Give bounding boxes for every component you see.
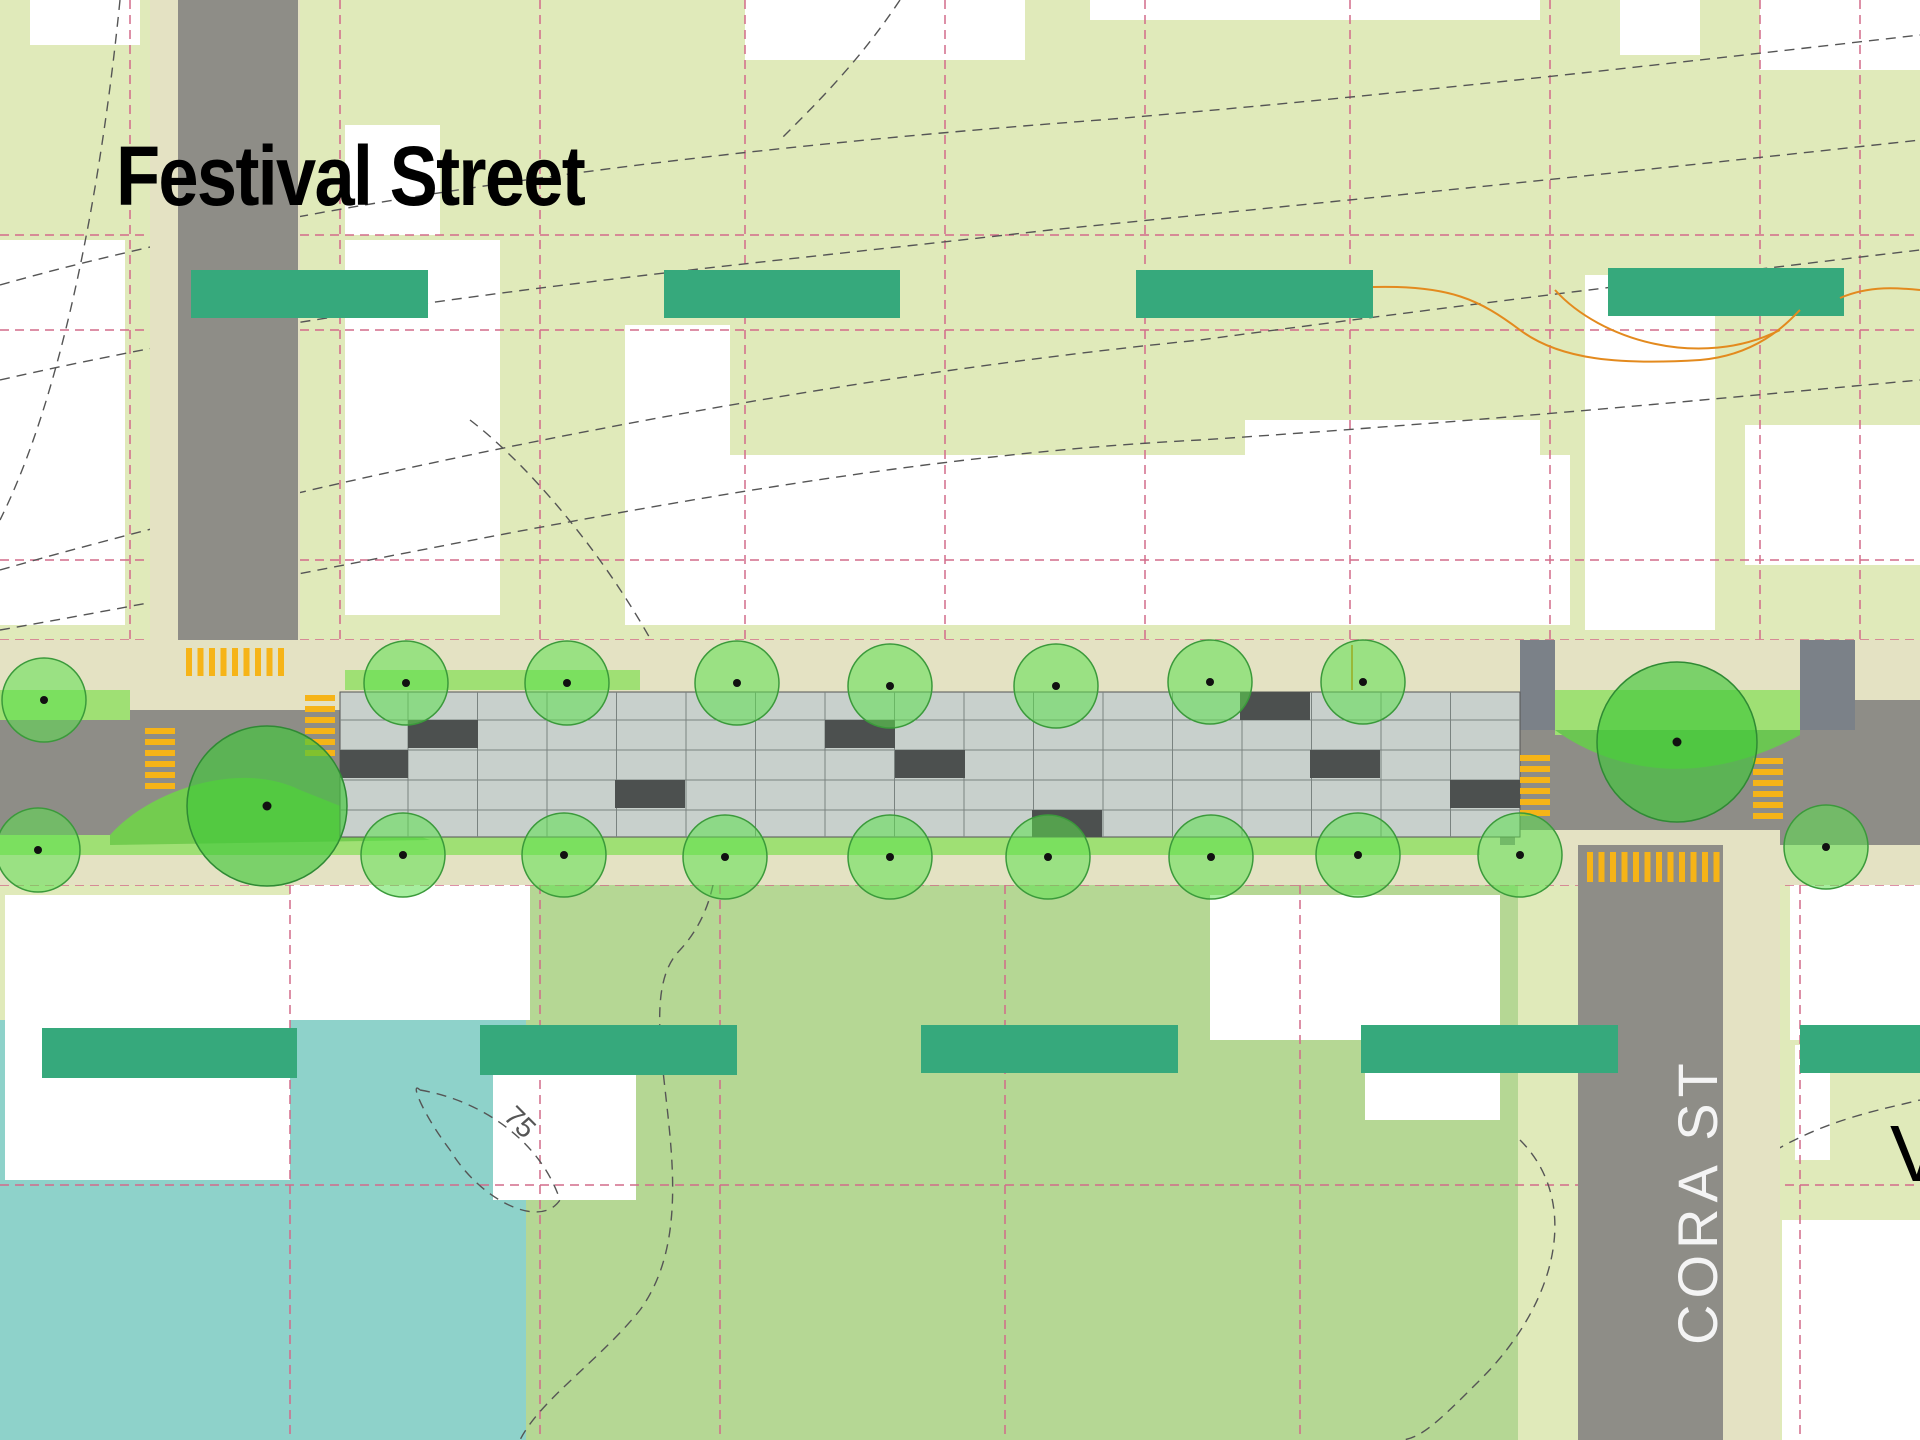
festival-plaza bbox=[339, 691, 1521, 838]
crosswalk-stripe bbox=[145, 772, 175, 778]
crosswalk-stripe bbox=[266, 648, 273, 676]
crosswalk-stripe bbox=[197, 648, 204, 676]
street-tree bbox=[1315, 812, 1401, 898]
crosswalk-stripe bbox=[243, 648, 250, 676]
curb-bulb bbox=[1520, 640, 1555, 730]
crosswalk-stripe bbox=[1679, 852, 1685, 882]
street-tree bbox=[1, 657, 87, 743]
cora-street bbox=[1578, 845, 1723, 1440]
crosswalk-stripe bbox=[1690, 852, 1697, 882]
street-tree bbox=[0, 807, 81, 893]
street-tree bbox=[682, 814, 768, 900]
bus-stop-north-4 bbox=[1608, 268, 1844, 316]
bus-stop-north-1 bbox=[191, 270, 428, 318]
crosswalk-stripe bbox=[1598, 852, 1605, 882]
crosswalk-stripe bbox=[1753, 802, 1783, 808]
street-tree bbox=[694, 640, 780, 726]
bus-stop-south-5 bbox=[1800, 1025, 1920, 1073]
crosswalk-stripe bbox=[1753, 791, 1783, 797]
crosswalk-stripe bbox=[1520, 777, 1550, 783]
crosswalk-stripe bbox=[145, 750, 175, 756]
crosswalk-stripe bbox=[278, 648, 284, 676]
crosswalk-stripe bbox=[1753, 813, 1783, 819]
bus-stop-north-3 bbox=[1136, 270, 1373, 318]
bus-stop-south-3 bbox=[921, 1025, 1178, 1073]
large-tree bbox=[1596, 661, 1758, 823]
large-tree bbox=[186, 725, 348, 887]
crosswalk-stripe bbox=[145, 739, 175, 745]
crosswalk-stripe bbox=[1587, 852, 1593, 882]
crosswalk-stripe bbox=[1520, 799, 1550, 805]
bus-stop-north-2 bbox=[664, 270, 900, 318]
street-tree bbox=[1168, 814, 1254, 900]
bus-stop-south-1 bbox=[42, 1028, 297, 1078]
buildings-south bbox=[5, 875, 1920, 1440]
street-tree bbox=[363, 640, 449, 726]
street-tree bbox=[1013, 643, 1099, 729]
crosswalk-stripe bbox=[1633, 852, 1639, 882]
street-tree bbox=[847, 814, 933, 900]
crosswalk-stripe bbox=[1656, 852, 1662, 882]
street-tree bbox=[521, 812, 607, 898]
crosswalk-stripe bbox=[1621, 852, 1628, 882]
crosswalk-stripe bbox=[1702, 852, 1708, 882]
bus-stop-south-2 bbox=[480, 1025, 737, 1075]
bus-stops bbox=[42, 268, 1920, 1078]
crosswalk-stripe bbox=[1520, 810, 1550, 816]
cropped-label: V bbox=[1890, 1109, 1920, 1198]
street-tree bbox=[847, 643, 933, 729]
crosswalk-stripe bbox=[305, 739, 335, 745]
street-tree bbox=[1477, 812, 1563, 898]
crosswalk-stripe bbox=[209, 648, 215, 676]
crosswalk-stripe bbox=[1644, 852, 1651, 882]
crosswalk-stripe bbox=[255, 648, 261, 676]
crosswalk-stripe bbox=[1520, 788, 1550, 794]
street-trees bbox=[0, 639, 1869, 900]
crosswalk-stripe bbox=[305, 695, 335, 701]
crosswalk-stripe bbox=[1520, 766, 1550, 772]
crosswalk-stripe bbox=[305, 717, 335, 723]
crosswalk-stripe bbox=[232, 648, 238, 676]
map-title: Festival Street bbox=[116, 129, 586, 223]
crosswalk-stripe bbox=[220, 648, 227, 676]
street-tree bbox=[360, 812, 446, 898]
street-tree bbox=[1783, 804, 1869, 890]
west-cross-street bbox=[178, 0, 298, 720]
bus-stop-south-4 bbox=[1361, 1025, 1618, 1073]
crosswalk-stripe bbox=[186, 648, 192, 676]
crosswalk-stripe bbox=[145, 728, 175, 734]
crosswalk-stripe bbox=[145, 783, 175, 789]
crosswalk-stripe bbox=[1610, 852, 1616, 882]
crosswalk-stripe bbox=[1713, 852, 1720, 882]
crosswalk-stripe bbox=[305, 728, 335, 734]
street-tree bbox=[524, 640, 610, 726]
street-tree bbox=[1167, 639, 1253, 725]
crosswalk-stripe bbox=[305, 706, 335, 712]
crosswalk-stripe bbox=[145, 761, 175, 767]
crosswalk-stripe bbox=[1667, 852, 1674, 882]
crosswalk-stripe bbox=[1753, 769, 1783, 775]
crosswalks bbox=[145, 648, 1783, 882]
street-label-cora: CORA ST bbox=[1666, 1057, 1729, 1345]
crosswalk-stripe bbox=[1520, 755, 1550, 761]
street-tree bbox=[1005, 814, 1091, 900]
street-tree bbox=[1320, 639, 1406, 725]
crosswalk-stripe bbox=[1753, 780, 1783, 786]
curb-bulb bbox=[1800, 640, 1855, 730]
crosswalk-stripe bbox=[1753, 758, 1783, 764]
